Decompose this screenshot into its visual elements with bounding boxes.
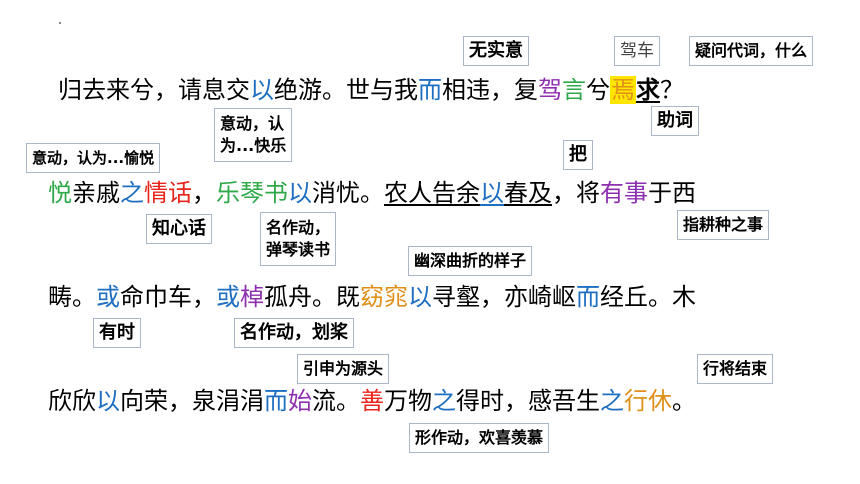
- note-jia-che: 驾车: [614, 36, 660, 66]
- text-segment: 始: [288, 387, 312, 415]
- text-segment: 春及: [504, 179, 552, 207]
- text-segment: 有事: [600, 179, 648, 207]
- text-segment: 流。: [312, 387, 360, 415]
- text-segment: 得时，感吾生: [456, 387, 600, 415]
- text-segment: ，: [192, 179, 216, 207]
- text-segment: 或: [216, 283, 240, 311]
- note-zhi-xin-hua: 知心话: [146, 214, 212, 244]
- note-yi-dong-yu-yue: 意动，认为...愉悦: [26, 143, 161, 173]
- note-ming-zuo-dong-line-2: 弹琴读书: [266, 240, 331, 259]
- text-segment: 以: [480, 179, 504, 207]
- text-segment: 善: [360, 387, 384, 415]
- text-segment: 求: [636, 76, 660, 104]
- text-segment: 驾: [538, 76, 562, 104]
- text-segment: 焉: [610, 76, 636, 104]
- text-segment: 农人告余: [384, 179, 480, 207]
- text-segment: 绝游。世与我: [274, 76, 418, 104]
- text-segment: 以: [96, 387, 120, 415]
- text-segment: 向荣，泉涓涓: [120, 387, 264, 415]
- text-segment: 相违，复: [442, 76, 538, 104]
- text-line-2: 悦亲戚之情话，乐琴书以消忧。农人告余以春及，将有事于西: [48, 178, 696, 208]
- note-ming-zuo-dong: 名作动， 弹琴读书: [260, 212, 337, 266]
- text-segment: 乐琴书: [216, 179, 288, 207]
- text-segment: 之: [432, 387, 456, 415]
- text-segment: 棹: [240, 283, 264, 311]
- note-xing-jiang-jie-shu: 行将结束: [697, 354, 774, 384]
- text-segment: 亲戚: [72, 179, 120, 207]
- text-segment: 兮: [586, 76, 610, 104]
- text-segment: 欣欣: [48, 387, 96, 415]
- note-ming-zuo-dong-line-1: 名作动，: [266, 218, 331, 237]
- note-yuan-tou: 引申为源头: [297, 354, 390, 384]
- text-segment: 而: [576, 283, 600, 311]
- note-yi-dong-kuai-le: 意动，认 为...快乐: [214, 108, 293, 162]
- note-xi-huan-xian-mu: 形作动，欢喜羡慕: [409, 423, 550, 453]
- text-segment: 命巾车，: [120, 283, 216, 311]
- text-segment: 消忧。: [312, 179, 384, 207]
- text-segment: 归去来兮，请息交: [58, 76, 250, 104]
- text-segment: 于西: [648, 179, 696, 207]
- text-segment: 以: [408, 283, 432, 311]
- note-zhi-geng-zhong: 指耕种之事: [677, 210, 770, 240]
- text-segment: 而: [264, 387, 288, 415]
- note-hua-jiang: 名作动，划桨: [234, 318, 354, 348]
- text-segment: 而: [418, 76, 442, 104]
- note-yi-wen-dai-ci: 疑问代词，什么: [689, 36, 814, 66]
- text-line-3: 畴。或命巾车，或棹孤舟。既窈窕以寻壑，亦崎岖而经丘。木: [48, 282, 696, 312]
- text-segment: 悦: [48, 179, 72, 207]
- text-segment: 窈窕: [360, 283, 408, 311]
- text-segment: 寻壑，亦崎岖: [432, 283, 576, 311]
- text-segment: 之: [600, 387, 624, 415]
- text-segment: 。: [672, 387, 696, 415]
- text-line-1: 归去来兮，请息交以绝游。世与我而相违，复驾言兮焉求？: [58, 75, 684, 105]
- text-segment: 行休: [624, 387, 672, 415]
- text-segment: 以: [250, 76, 274, 104]
- note-zhu-ci: 助词: [651, 106, 699, 136]
- note-yi-dong-kuai-le-line-1: 意动，认: [220, 114, 285, 133]
- text-segment: 孤舟。既: [264, 283, 360, 311]
- text-segment: 或: [96, 283, 120, 311]
- note-ba: 把: [563, 140, 593, 170]
- text-segment: 言: [562, 76, 586, 104]
- decorative-dot: [59, 22, 61, 24]
- text-segment: 情话: [144, 179, 192, 207]
- text-segment: 以: [288, 179, 312, 207]
- text-segment: 经丘。木: [600, 283, 696, 311]
- text-segment: ，将: [552, 179, 600, 207]
- text-line-4: 欣欣以向荣，泉涓涓而始流。善万物之得时，感吾生之行休。: [48, 386, 696, 416]
- text-segment: 万物: [384, 387, 432, 415]
- text-segment: 之: [120, 179, 144, 207]
- note-you-shen: 幽深曲折的样子: [408, 246, 533, 276]
- note-yi-dong-kuai-le-line-2: 为...快乐: [220, 136, 287, 155]
- note-wu-shi-yi: 无实意: [463, 36, 529, 66]
- note-you-shi: 有时: [93, 318, 141, 348]
- text-segment: 畴。: [48, 283, 96, 311]
- text-segment: ？: [660, 76, 684, 104]
